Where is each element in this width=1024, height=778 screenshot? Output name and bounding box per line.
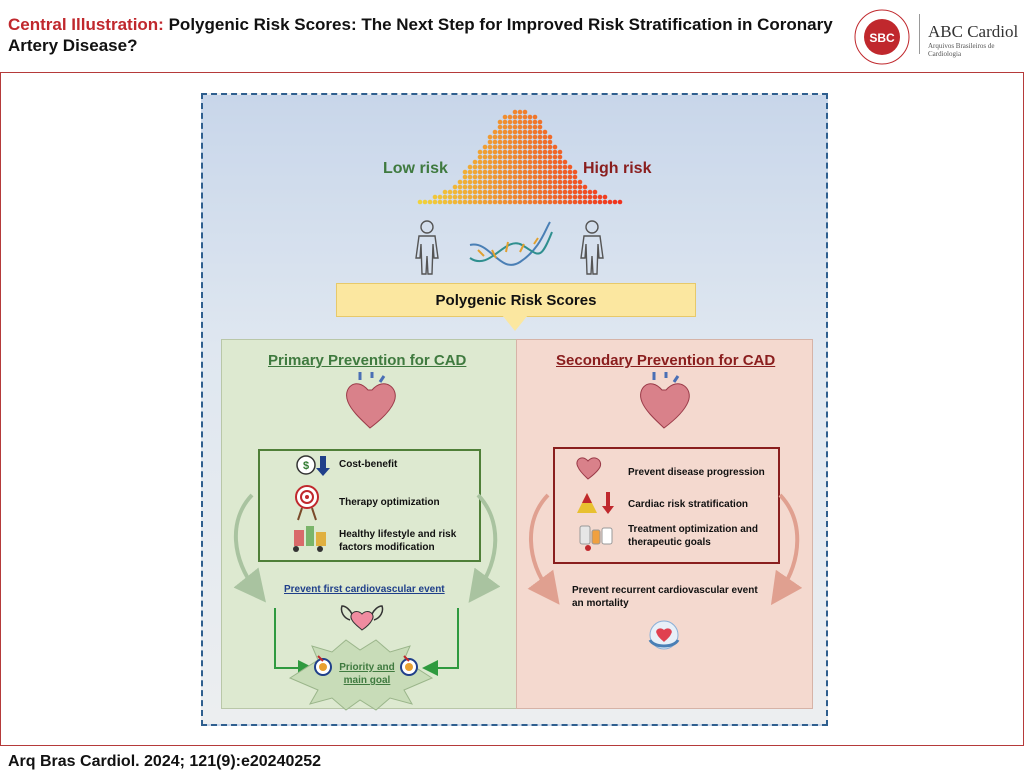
svg-text:$: $ [303, 460, 309, 472]
primary-title: Primary Prevention for CAD [268, 352, 467, 369]
dollar-down-icon: $ [296, 455, 330, 476]
heart-icon-primary [346, 372, 396, 429]
primary-right-curve-arrow [468, 493, 501, 603]
target-goal-right-icon [400, 655, 418, 676]
dna-icon [469, 221, 553, 266]
medication-icon [579, 525, 613, 551]
high-risk-label: High risk [583, 160, 652, 177]
lifestyle-icon [293, 526, 326, 552]
secondary-title: Secondary Prevention for CAD [556, 352, 776, 369]
heart-progression-icon [576, 457, 602, 480]
logo-name: ABC Cardiol [928, 22, 1019, 41]
star-burst-shape [288, 639, 434, 711]
goal-label: Priority and main goal [339, 662, 395, 686]
logo-divider [919, 14, 920, 54]
person-left-icon [415, 220, 439, 275]
secondary-item-3: Treatment optimization and therapeutic g… [628, 524, 759, 548]
prs-arrow [502, 315, 528, 331]
header: Central Illustration: Polygenic Risk Sco… [0, 0, 1024, 73]
primary-item-3: Healthy lifestyle and risk factors modif… [339, 529, 457, 553]
low-risk-label: Low risk [383, 160, 448, 177]
title-label: Central Illustration: [8, 15, 164, 34]
strong-heart-icon [340, 605, 384, 631]
primary-left-curve-arrow [233, 493, 266, 603]
logo-subtitle: Arquivos Brasileiros de Cardiologia [928, 42, 995, 58]
heart-hands-icon [648, 620, 680, 650]
secondary-benefits-box [553, 447, 780, 564]
secondary-left-curve-arrow [527, 493, 560, 605]
secondary-item-2: Cardiac risk stratification [628, 499, 749, 510]
goal-left-arrow [274, 608, 314, 676]
primary-item-2: Therapy optimization [339, 497, 440, 508]
secondary-right-curve-arrow [770, 493, 803, 606]
goal-right-arrow [422, 608, 459, 676]
primary-item-1: Cost-benefit [339, 459, 398, 470]
secondary-item-1: Prevent disease progression [628, 467, 765, 478]
risk-pyramid-icon [577, 492, 614, 514]
page-title: Central Illustration: Polygenic Risk Sco… [8, 14, 838, 56]
title-text: Polygenic Risk Scores: The Next Step for… [8, 15, 833, 55]
primary-benefits-box [258, 449, 481, 562]
person-right-icon [580, 220, 604, 275]
sbc-seal-icon: SBC [854, 9, 910, 65]
footer: Arq Bras Cardiol. 2024; 121(9):e20240252 [0, 745, 1024, 778]
seal-text: SBC [869, 31, 895, 45]
target-goal-left-icon [314, 655, 332, 676]
primary-outcome: Prevent first cardiovascular event [284, 584, 445, 595]
target-icon [295, 485, 319, 521]
secondary-outcome: Prevent recurrent cardiovascular event a… [572, 585, 758, 609]
heart-icon-secondary [640, 372, 690, 429]
citation: Arq Bras Cardiol. 2024; 121(9):e20240252 [8, 753, 322, 770]
